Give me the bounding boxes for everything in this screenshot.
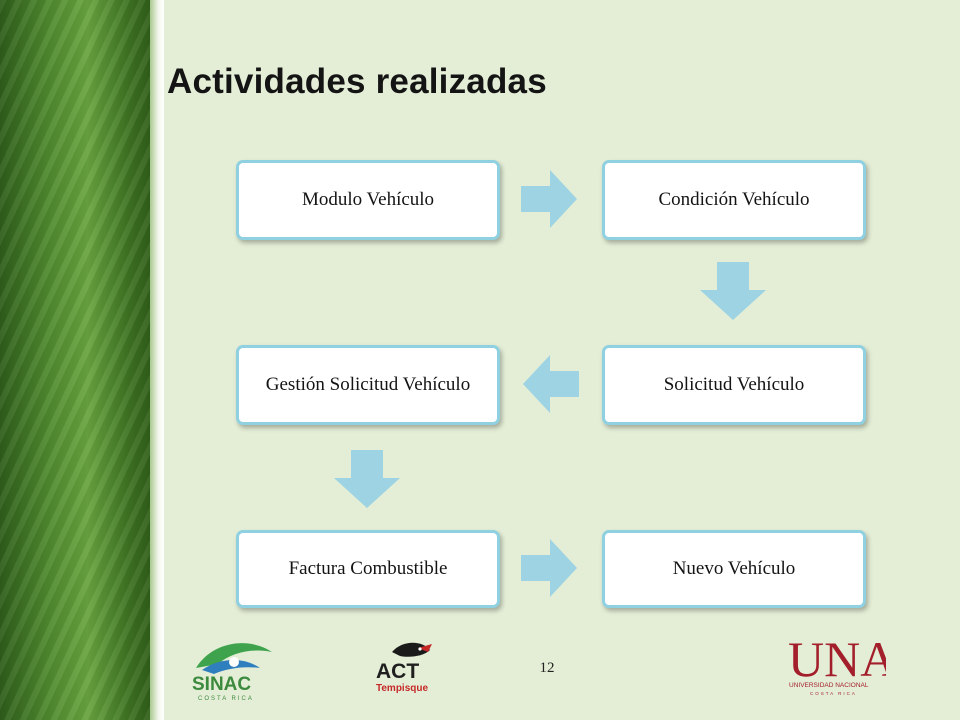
slide-title: Actividades realizadas xyxy=(167,62,547,101)
act-logo-subtext: Tempisque xyxy=(376,683,428,694)
node-factura-combustible: Factura Combustible xyxy=(236,530,500,608)
node-solicitud-vehiculo: Solicitud Vehículo xyxy=(602,345,866,425)
sinac-logo-text: SINAC xyxy=(192,674,251,695)
una-logo-subtext: UNIVERSIDAD NACIONAL xyxy=(789,682,869,689)
arrow-down-1 xyxy=(700,262,766,320)
una-logo: UNA UNIVERSIDAD NACIONAL COSTA RICA xyxy=(788,631,886,696)
act-logo-text: ACT xyxy=(376,660,419,683)
una-logo-text: UNA xyxy=(788,631,886,687)
node-condicion-vehiculo: Condición Vehículo xyxy=(602,160,866,240)
arrow-down-2 xyxy=(334,450,400,508)
page-number: 12 xyxy=(539,660,555,676)
sinac-logo: SINAC COSTA RICA xyxy=(192,643,272,702)
act-logo: ACT Tempisque xyxy=(376,642,432,694)
arrow-left-1 xyxy=(523,355,579,413)
sidebar-edge xyxy=(150,0,164,720)
arrow-right-2 xyxy=(521,539,577,597)
node-modulo-vehiculo: Modulo Vehículo xyxy=(236,160,500,240)
node-gestion-solicitud-vehiculo: Gestión Solicitud Vehículo xyxy=(236,345,500,425)
una-logo-subtext2: COSTA RICA xyxy=(810,691,857,696)
sinac-logo-subtext: COSTA RICA xyxy=(198,696,254,702)
arrow-right-1 xyxy=(521,170,577,228)
decorative-sidebar xyxy=(0,0,160,720)
node-nuevo-vehiculo: Nuevo Vehículo xyxy=(602,530,866,608)
